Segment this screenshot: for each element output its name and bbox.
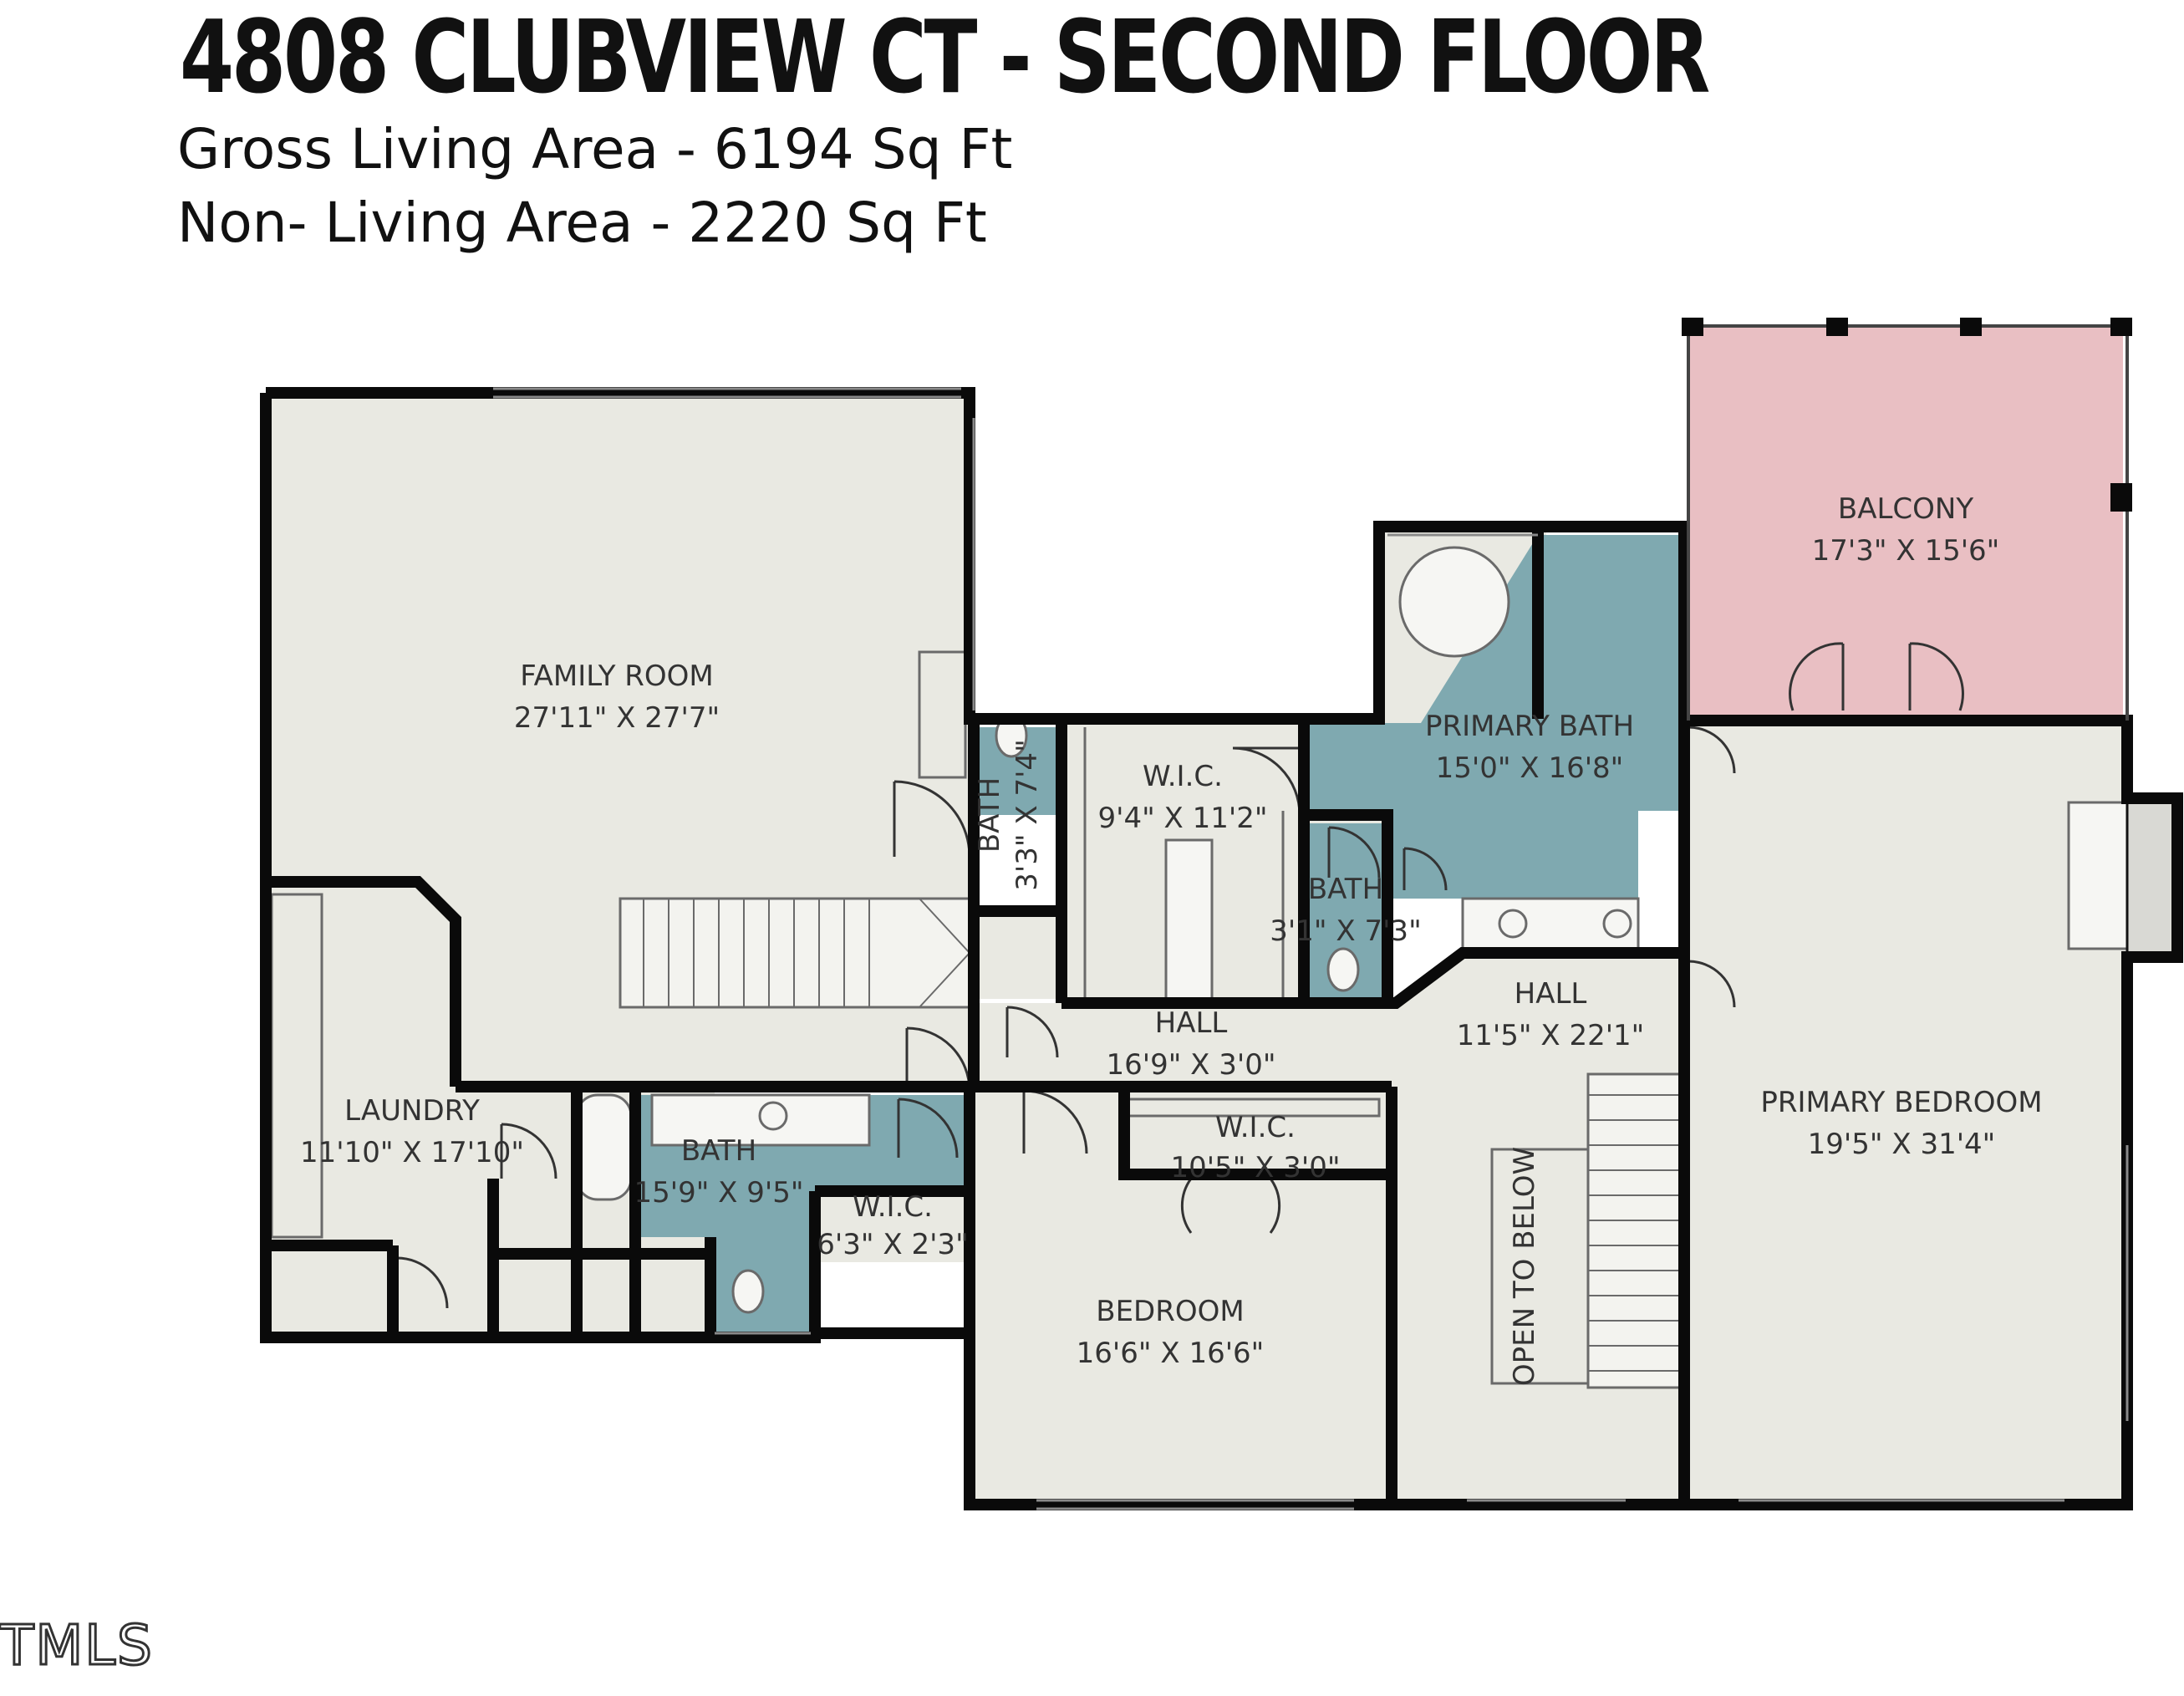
- hall-east-dims: 11'5" X 22'1": [1457, 1019, 1645, 1052]
- balcony-floor: [1690, 326, 2123, 715]
- non-living-area: Non- Living Area - 2220 Sq Ft: [177, 191, 987, 255]
- wic-main-dims: 9'4" X 11'2": [1097, 802, 1267, 835]
- wic-small-name: W.I.C.: [853, 1190, 933, 1224]
- laundry-name: LAUNDRY: [344, 1094, 480, 1128]
- mls-watermark: TMLS: [0, 1612, 154, 1679]
- wic-hall-dims: 10'5" X 3'0": [1170, 1151, 1340, 1184]
- family-stair-treads: [643, 898, 970, 1008]
- fireplace-hearth: [2125, 792, 2179, 959]
- sink-left: [1498, 909, 1528, 939]
- east-stair-treads: [1588, 1094, 1680, 1372]
- bath-lower-name: BATH: [681, 1134, 756, 1168]
- wic-small-dims: 6'3" X 2'3": [817, 1228, 968, 1261]
- bath-mid-dims: 3'1" X 7'3": [1270, 914, 1421, 948]
- hall-west-dims: 16'9" X 3'0": [1106, 1048, 1275, 1082]
- laundry-floor: [266, 882, 577, 1333]
- hall-west-name: HALL: [1155, 1006, 1228, 1040]
- west-hall-floor: [970, 1003, 1387, 1087]
- laundry-wall: [266, 876, 461, 1087]
- lower-bath-floor: [635, 1095, 970, 1333]
- laundry-dims: 11'10" X 17'10": [300, 1136, 524, 1169]
- balcony-posts: [1682, 318, 2132, 512]
- wic-island: [1164, 838, 1214, 1001]
- sink-right: [1602, 909, 1632, 939]
- colored-zones: [635, 326, 2123, 1333]
- primary-bedroom-floor: [1684, 723, 2127, 1505]
- open-to-below-rail: [1490, 1148, 1590, 1385]
- sink-lower: [758, 1101, 788, 1131]
- wic-main-name: W.I.C.: [1143, 760, 1223, 793]
- room-labels: FAMILY ROOM 27'11" X 27'7" BALCONY 17'3"…: [300, 492, 2043, 1386]
- walls: [260, 324, 2183, 1510]
- primary-bath-dims: 15'0" X 16'8": [1436, 751, 1624, 785]
- bath-lower-dims: 15'9" X 9'5": [634, 1176, 803, 1210]
- corner-tub: [1398, 546, 1510, 658]
- primary-bath-name: PRIMARY BATH: [1425, 710, 1634, 743]
- wic-small-floor: [815, 1191, 974, 1262]
- family-room-name: FAMILY ROOM: [520, 660, 714, 693]
- bedroom-dims: 16'6" X 16'6": [1077, 1337, 1265, 1370]
- plan-title: 4808 CLUBVIEW CT - SECOND FLOOR: [180, 0, 1710, 116]
- wic-hall-floor: [1124, 1095, 1383, 1170]
- hall-east-name: HALL: [1515, 977, 1587, 1011]
- primary-bedroom-dims: 19'5" X 31'4": [1808, 1128, 1996, 1161]
- family-room-dims: 27'11" X 27'7": [514, 701, 720, 735]
- bath-small-dims: 3'3" X 7'4": [1011, 739, 1044, 890]
- bath-stair-closet-floor: [976, 911, 1060, 999]
- bedroom-name: BEDROOM: [1096, 1295, 1244, 1328]
- toilet-lower: [731, 1269, 765, 1314]
- toilet-mid: [1326, 947, 1360, 992]
- primary-bath-floor: [1308, 535, 1680, 899]
- bath-mid-name: BATH: [1308, 873, 1383, 906]
- windows: [493, 387, 2129, 1510]
- balcony-dims: 17'3" X 15'6": [1812, 534, 2000, 568]
- fireplace: [2067, 801, 2129, 950]
- primary-bedroom-name: PRIMARY BEDROOM: [1760, 1086, 2042, 1119]
- balcony-rail: [1687, 324, 2129, 721]
- open-to-below-label: OPEN TO BELOW: [1508, 1147, 1541, 1386]
- wic-hall-name: W.I.C.: [1215, 1111, 1296, 1144]
- balcony-name: BALCONY: [1838, 492, 1973, 526]
- gross-living-area: Gross Living Area - 6194 Sq Ft: [177, 117, 1013, 181]
- bath-small-name: BATH: [973, 777, 1006, 853]
- lower-bathtub: [575, 1093, 633, 1201]
- east-stair: [1586, 1072, 1682, 1389]
- vanity-primary: [1461, 897, 1640, 950]
